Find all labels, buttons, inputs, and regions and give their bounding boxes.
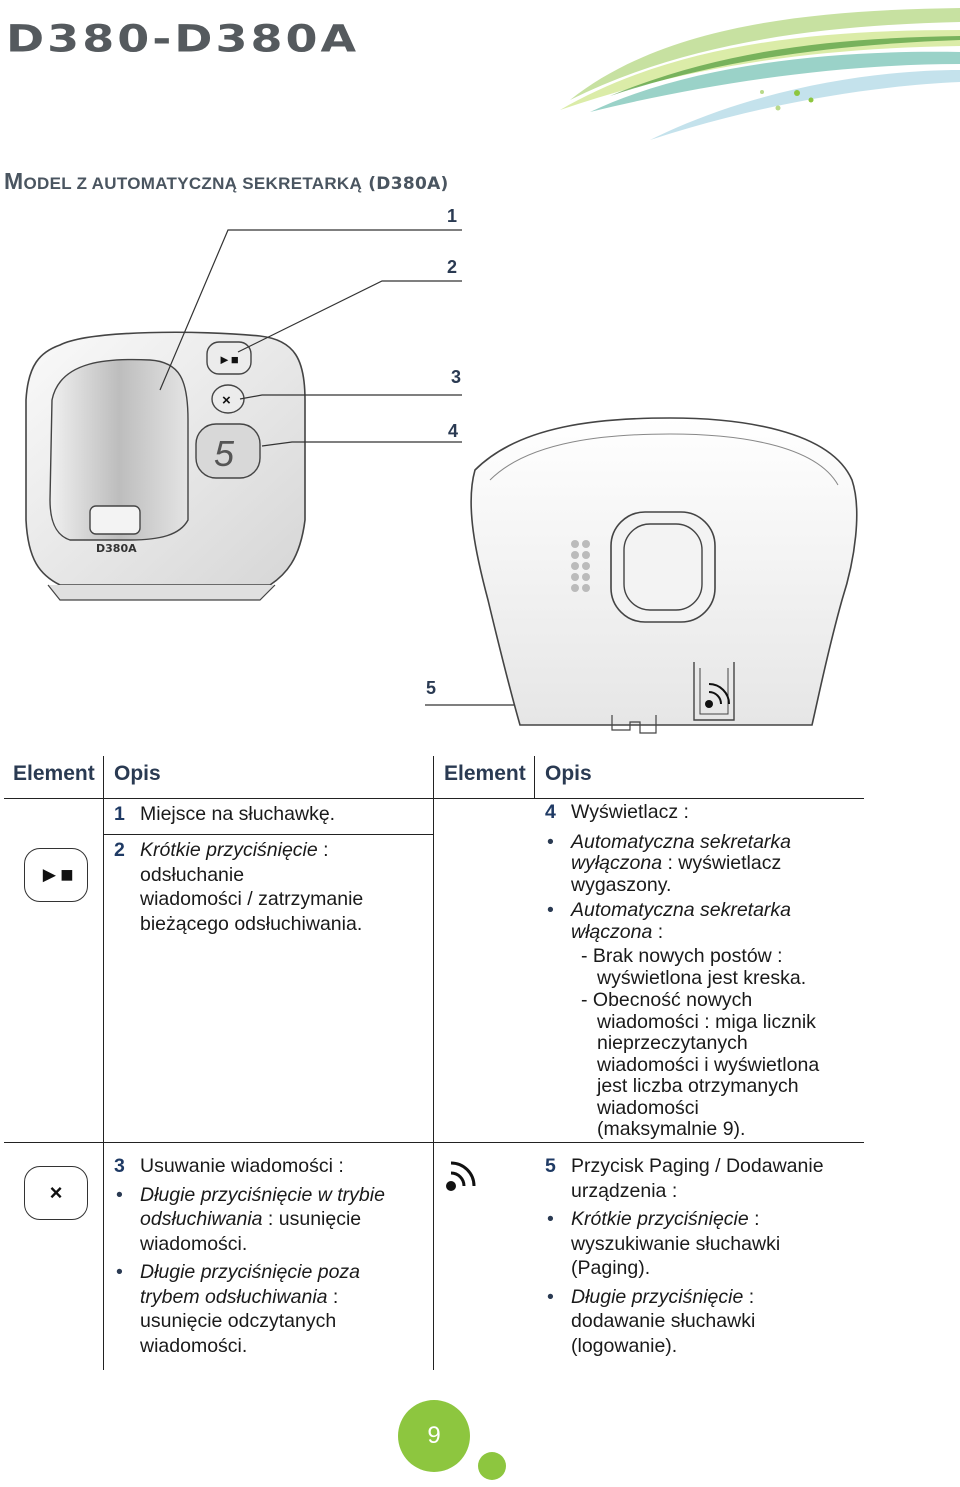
column-divider-3-header [534,756,535,798]
row-2-description: 2 Krótkie przyciśnięcie : odsłuchanie wia… [114,838,424,936]
row-4-sub-2-line-7: (maksymalnie 9). [597,1118,746,1140]
row-4-b1-line-3: wygaszony. [571,873,672,896]
row-5-b1-italic: Krótkie przyciśnięcie [571,1208,749,1230]
row-1-description: 1 Miejsce na słuchawkę. [114,802,335,827]
bullet-marker: • [116,1261,123,1283]
row-5-number: 5 [545,1155,556,1177]
decorative-dot [478,1452,506,1480]
row-5-b2-line-2: dodawanie słuchawki [571,1310,756,1332]
paging-icon [446,1161,476,1191]
row-2-line-2: odsłuchanie [140,863,245,886]
row-4-sub-1-line-2: wyświetlona jest kreska. [597,966,807,989]
row-3-description: 3 Usuwanie wiadomości : • Długie przyciśn… [114,1154,432,1358]
row-3-bullet-2: • Długie przyciśnięcie poza trybem odsłu… [116,1260,432,1358]
row-4-sub-2-line-3: nieprzeczytanych [597,1032,748,1054]
row-4-sub-2-line-5: jest liczba otrzymanych [597,1075,799,1097]
bullet-marker: • [547,1208,554,1230]
row-5-title-line-2: urządzenia : [571,1179,678,1202]
row-divider-1-2 [104,834,434,835]
front-view: D380A ►■ × 5 [25,331,306,601]
section-heading: MODEL Z AUTOMATYCZNĄ SEKRETARKĄ (D380A) [4,168,449,195]
table-header-element-left: Element [13,762,95,785]
row-3-b2-line-3: usunięcie odczytanych [140,1310,337,1332]
row-4-b2-line-1: Automatyczna sekretarka [571,899,792,921]
play-button-symbol: ►■ [218,352,239,367]
row-3-b1-line-2-italic: odsłuchiwania [140,1208,263,1230]
back-view [470,417,858,734]
row-5-title-line-1: Przycisk Paging / Dodawanie [571,1155,824,1177]
row-2-line-4: bieżącego odsłuchiwania. [140,912,363,935]
table-header-element-right: Element [444,762,526,785]
row-4-b1-line-2-italic: wyłączona [571,852,663,874]
row-4-b1-line-2-rest: : wyświetlacz [662,852,782,874]
row-3-b2-line-4: wiadomości. [140,1334,248,1357]
row-3-bullet-1: • Długie przyciśnięcie w trybie odsłuchi… [116,1183,432,1257]
row-3-b1-line-1: Długie przyciśnięcie w trybie [140,1183,385,1206]
row-4-bullet-1: • Automatyczna sekretarka wyłączona : wy… [547,830,863,897]
row-5-bullet-2: • Długie przyciśnięcie : dodawanie słuch… [547,1285,863,1359]
row-2-lead: Krótkie przyciśnięcie [140,839,318,861]
callout-1: 1 [447,206,457,226]
heading-initial: M [4,168,24,194]
callout-3: 3 [451,367,461,387]
delete-button-icon: × [24,1166,88,1220]
row-4-sub-1-line-1: - Brak nowych postów : [581,945,783,967]
row-4-sub-2-line-2: wiadomości : miga licznik [597,1010,816,1033]
row-5-b2-line-3: (logowanie). [571,1334,678,1357]
row-4-description: 4 Wyświetlacz : • Automatyczna sekretarka… [545,801,863,1141]
row-3-b2-line-2-rest: : [327,1285,339,1308]
row-3-b1-line-3: wiadomości. [140,1232,248,1255]
row-5-b2-italic: Długie przyciśnięcie [571,1285,744,1308]
display-digit: 5 [214,433,235,474]
row-3-b1-line-2-rest: : usunięcie [262,1208,362,1230]
row-4-sub-2-line-1: - Obecność nowych [581,989,753,1011]
row-3-title: Usuwanie wiadomości : [140,1155,344,1177]
bullet-marker: • [547,1285,554,1308]
table-header-opis-left: Opis [114,762,161,785]
row-5-description: 5 Przycisk Paging / Dodawanie urządzenia … [545,1154,863,1358]
row-4-sub-2-line-6: wiadomości [597,1096,699,1119]
row-5-bullet-1: • Krótkie przyciśnięcie : wyszukiwanie s… [547,1207,863,1281]
heading-model: (D380A) [368,174,449,194]
base-label: D380A [96,542,137,555]
callout-5: 5 [426,678,436,698]
row-4-number: 4 [545,801,556,823]
row-5-b1-line-2: wyszukiwanie słuchawki [571,1232,781,1255]
column-divider-1 [103,756,104,1370]
heading-text: ODEL Z AUTOMATYCZNĄ SEKRETARKĄ [23,174,363,193]
row-2-lead-colon: : [317,839,329,861]
row-4-b2-line-2-rest: : [652,920,664,943]
row-3-b2-line-2-italic: trybem odsłuchiwania [140,1285,328,1308]
row-1-text: Miejsce na słuchawkę. [140,803,336,825]
bullet-marker: • [547,830,554,853]
column-divider-2 [433,756,434,1370]
row-4-b1-line-1: Automatyczna sekretarka [571,830,792,853]
table-header-opis-right: Opis [545,762,592,785]
row-5-b2-rest: : [743,1285,755,1308]
row-4-bullet-2: • Automatyczna sekretarka włączona : - B… [547,899,863,1141]
callout-4: 4 [448,421,458,441]
table-top-rule [4,798,864,799]
decorative-swoosh-graphic [560,8,960,140]
row-5-b1-rest: : [748,1208,760,1230]
row-1-number: 1 [114,803,125,825]
row-4-b2-line-2-italic: włączona [571,920,653,943]
row-3-b2-line-1: Długie przyciśnięcie poza [140,1261,361,1283]
callout-2: 2 [447,257,457,277]
row-divider-mid [4,1142,864,1143]
row-4-title: Wyświetlacz : [571,801,689,823]
row-2-number: 2 [114,839,125,861]
bullet-marker: • [116,1183,123,1206]
bullet-marker: • [547,899,554,921]
base-station-diagram: D380A ►■ × 5 1 2 3 4 5 [25,206,858,734]
row-3-number: 3 [114,1155,125,1177]
document-title: D380-D380A [6,16,360,61]
row-2-line-3: wiadomości / zatrzymanie [140,888,364,910]
play-stop-button-icon: ►■ [24,848,88,902]
row-5-b1-line-3: (Paging). [571,1257,651,1279]
page-number: 9 [398,1400,470,1472]
delete-button-symbol: × [222,392,231,409]
row-4-sub-2-line-4: wiadomości i wyświetlona [597,1053,820,1076]
